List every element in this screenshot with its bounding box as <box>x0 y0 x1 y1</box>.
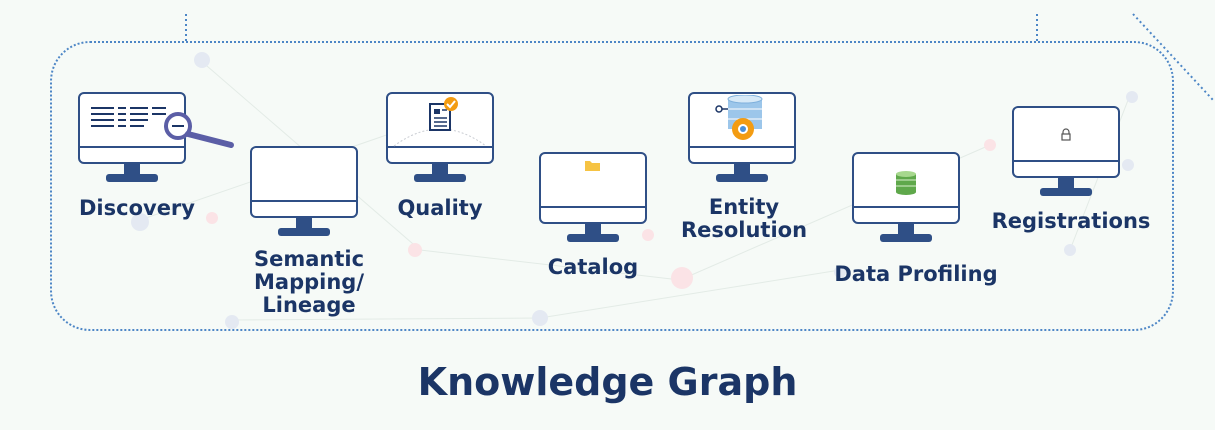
monitor-bezel <box>854 206 958 222</box>
monitor-quality <box>386 92 494 188</box>
magnifier-document-icon <box>91 107 234 148</box>
diagram-title: Knowledge Graph <box>417 360 798 404</box>
monitor-stand <box>432 164 448 174</box>
checked-document-icon <box>393 97 487 147</box>
monitor-registrations <box>1012 106 1120 202</box>
monitor-bezel <box>690 146 794 162</box>
module-label-quality: Quality <box>397 196 483 220</box>
monitor-bezel <box>541 206 645 222</box>
module-label-registrations: Registrations <box>991 209 1151 233</box>
monitor-bezel <box>252 200 356 216</box>
monitor-data-profiling <box>852 152 960 248</box>
monitor-screen <box>250 146 358 218</box>
monitor-base <box>414 174 466 182</box>
monitor-stand <box>124 164 140 174</box>
monitor-base <box>716 174 768 182</box>
monitor-discovery <box>78 92 234 188</box>
module-label-semantic-mapping: Semantic Mapping/ Lineage <box>253 247 365 317</box>
monitor-base <box>106 174 158 182</box>
monitor-base <box>1040 188 1092 196</box>
module-label-data-profiling: Data Profiling <box>834 262 998 286</box>
monitor-stand <box>1058 178 1074 188</box>
monitor-bezel <box>388 146 492 162</box>
module-label-entity-resolution: Entity Resolution <box>680 195 808 242</box>
monitor-bezel <box>1014 160 1118 176</box>
monitor-catalog <box>539 152 647 248</box>
knowledge-graph-boundary <box>50 41 1174 331</box>
monitor-entity-resolution <box>688 92 796 188</box>
monitor-stand <box>585 224 601 234</box>
folder-icon <box>585 161 600 171</box>
database-icon <box>896 171 916 195</box>
monitor-base <box>567 234 619 242</box>
monitor-base <box>880 234 932 242</box>
monitor-bezel <box>80 146 184 162</box>
monitor-stand <box>296 218 312 228</box>
monitor-stand <box>734 164 750 174</box>
monitor-semantic-mapping <box>250 146 358 242</box>
module-label-catalog: Catalog <box>547 255 639 279</box>
lock-icon <box>1061 128 1071 141</box>
module-label-discovery: Discovery <box>79 196 195 220</box>
database-gear-icon <box>715 95 763 140</box>
monitor-base <box>278 228 330 236</box>
monitor-screen <box>1012 106 1120 178</box>
monitor-stand <box>898 224 914 234</box>
